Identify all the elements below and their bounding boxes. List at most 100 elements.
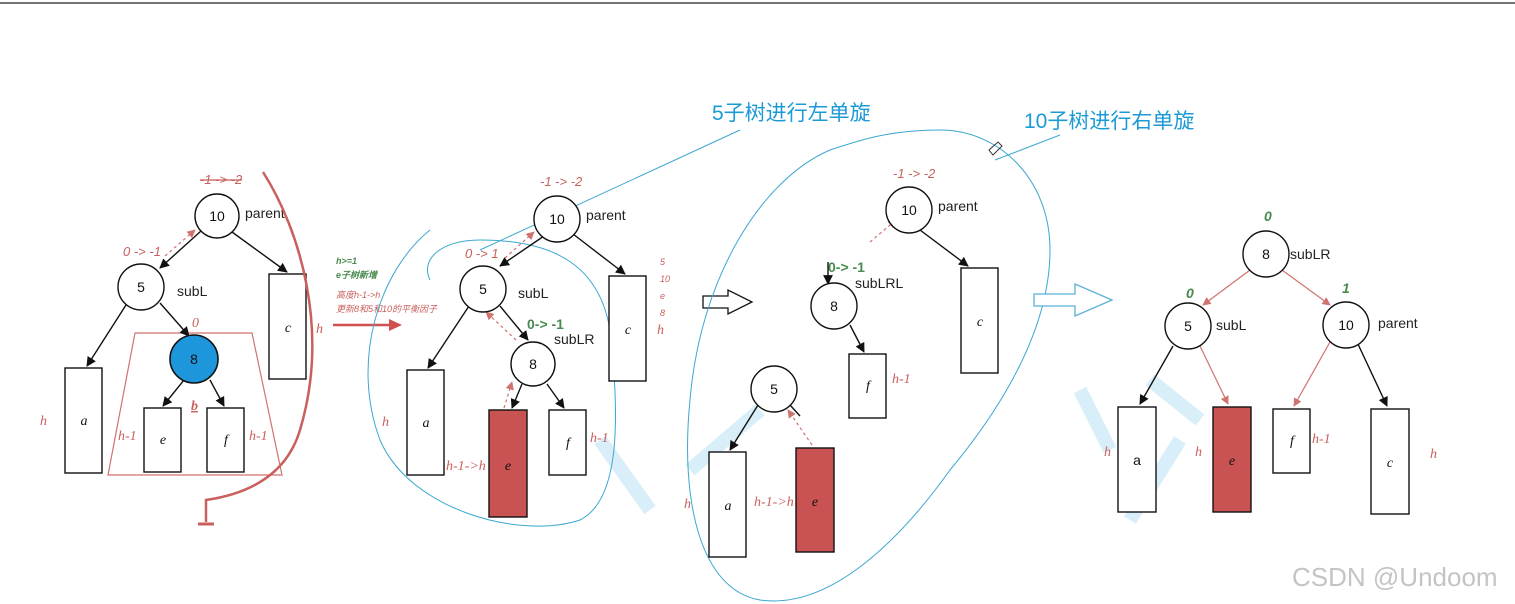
- step1-bf-parent: -1 -> -2: [200, 172, 243, 187]
- subtree3-f-label: f: [866, 379, 872, 394]
- parent3-label: parent: [938, 198, 978, 214]
- subtree2-c: [608, 275, 647, 382]
- node3-5: [750, 365, 798, 413]
- title-left-rotation: 5子树进行左单旋: [712, 102, 871, 125]
- step2-scribble: [367, 229, 617, 527]
- dashed2-up3: [503, 381, 514, 409]
- subtree3-a: [708, 451, 747, 558]
- subtree3-c: [960, 267, 999, 374]
- step3-bf-subLR: 0-> -1: [828, 259, 865, 275]
- step2-tree: -1 -> -2 0 -> 1 0-> -1 10 parent 5 subL …: [367, 129, 741, 527]
- subtree2-c-label: c: [625, 323, 632, 338]
- node-8-highlighted: [169, 334, 219, 384]
- height2-c: h: [657, 323, 664, 338]
- subtree3-a-label: a: [725, 499, 732, 514]
- subtree4-c: [1370, 408, 1410, 515]
- subtree4-e: [1212, 406, 1252, 513]
- side-note-3: e: [660, 291, 665, 301]
- edge-10-c: [231, 231, 288, 273]
- subtree2-e-label: e: [505, 459, 511, 474]
- title-pointer-right: [994, 134, 1061, 161]
- height3-f: h-1: [892, 372, 911, 387]
- node-10-label: 10: [209, 208, 225, 224]
- subL2-label: subL: [518, 285, 549, 301]
- height2-f: h-1: [590, 431, 609, 446]
- node-10: [194, 193, 240, 239]
- note-line1: h>=1: [336, 256, 357, 266]
- edge4-10-f: [1293, 341, 1331, 407]
- subtree-region: [107, 332, 283, 476]
- height-c: h: [316, 322, 323, 337]
- edge-8-e: [162, 379, 185, 407]
- step3-bf-parent: -1 -> -2: [893, 166, 936, 181]
- step1-tree: -1 -> -2 0 -> -1 0 10 parent 5 subL 8 a …: [40, 171, 323, 526]
- subtree4-f: [1272, 408, 1311, 474]
- title-right-rotation: 10子树进行右单旋: [1024, 110, 1194, 133]
- height4-a: h: [1104, 445, 1111, 460]
- edge4-5-a: [1139, 345, 1174, 405]
- step4-bf-root: 0: [1264, 208, 1272, 224]
- step1-bf-subL: 0 -> -1: [123, 244, 161, 259]
- subtree-f: [206, 407, 245, 473]
- dashed3-up2: [787, 409, 813, 446]
- subLR4-label: subLR: [1290, 246, 1330, 262]
- node4-8: [1242, 230, 1290, 278]
- subtree2-a-label: a: [423, 416, 430, 431]
- subtree3-c-label: c: [977, 315, 984, 330]
- node4-10: [1322, 301, 1370, 349]
- subLR2-label: subLR: [554, 331, 594, 347]
- node2-8: [510, 341, 556, 387]
- node-5: [117, 263, 165, 311]
- subtree2-e-new: [488, 409, 528, 518]
- node3-10: [885, 186, 933, 234]
- height2-e: h-1->h: [446, 459, 486, 474]
- height4-f: h-1: [1312, 432, 1331, 447]
- parent4-label: parent: [1378, 315, 1418, 331]
- subtree4-f-label: f: [1290, 434, 1296, 449]
- node-8-label: 8: [190, 351, 198, 367]
- edge3-8-f: [849, 324, 865, 353]
- note-line2: e子树新增: [336, 270, 378, 280]
- subtree4-a-label: a: [1133, 452, 1141, 468]
- marker-b: b: [191, 399, 198, 414]
- subtree-a-label: a: [81, 414, 88, 429]
- node3-5-label: 5: [770, 381, 778, 397]
- subL-label: subL: [177, 283, 208, 299]
- node3-8-label: 8: [830, 298, 838, 314]
- subtree3-e-new: [795, 447, 835, 553]
- subtree4-a: [1117, 406, 1157, 513]
- node4-5-label: 5: [1184, 318, 1192, 334]
- dashed2-up2: [485, 311, 517, 341]
- edge4-10-c: [1356, 341, 1388, 407]
- insertion-notes: h>=1 e子树新增 高度h-1->h 更新8和5和10的平衡因子: [336, 256, 438, 314]
- arrow-step2-to-step3: [702, 288, 754, 316]
- height3-e: h-1->h: [754, 495, 794, 510]
- edge4-8-5: [1202, 269, 1251, 306]
- subL4-label: subL: [1216, 317, 1247, 333]
- edge-5-a: [86, 304, 127, 367]
- node3-10-label: 10: [901, 202, 917, 218]
- edge2-5-8: [499, 305, 529, 341]
- subtree3-f: [848, 353, 887, 419]
- node2-8-label: 8: [529, 356, 537, 372]
- node4-5: [1164, 302, 1212, 350]
- height-f: h-1: [249, 429, 268, 444]
- subtree2-f-label: f: [566, 436, 572, 451]
- subtree-f-label: f: [224, 433, 230, 448]
- edge-5-8: [159, 302, 190, 337]
- subtree2-a: [406, 369, 445, 476]
- node2-5-label: 5: [479, 281, 487, 297]
- edge2-8-f: [546, 383, 565, 409]
- insertion-curve: [204, 171, 314, 522]
- edge-10-5: [159, 230, 202, 269]
- subtree-e-label: e: [160, 433, 166, 448]
- subtree-a: [64, 367, 103, 474]
- edge4-8-10: [1281, 269, 1331, 306]
- step2-bf-subL: 0 -> 1: [465, 246, 499, 261]
- pencil-icon: [988, 141, 1003, 156]
- edge2-8-e: [510, 383, 523, 409]
- node3-8: [810, 282, 858, 330]
- height-a: h: [40, 414, 47, 429]
- subtree3-e-label: e: [812, 495, 818, 510]
